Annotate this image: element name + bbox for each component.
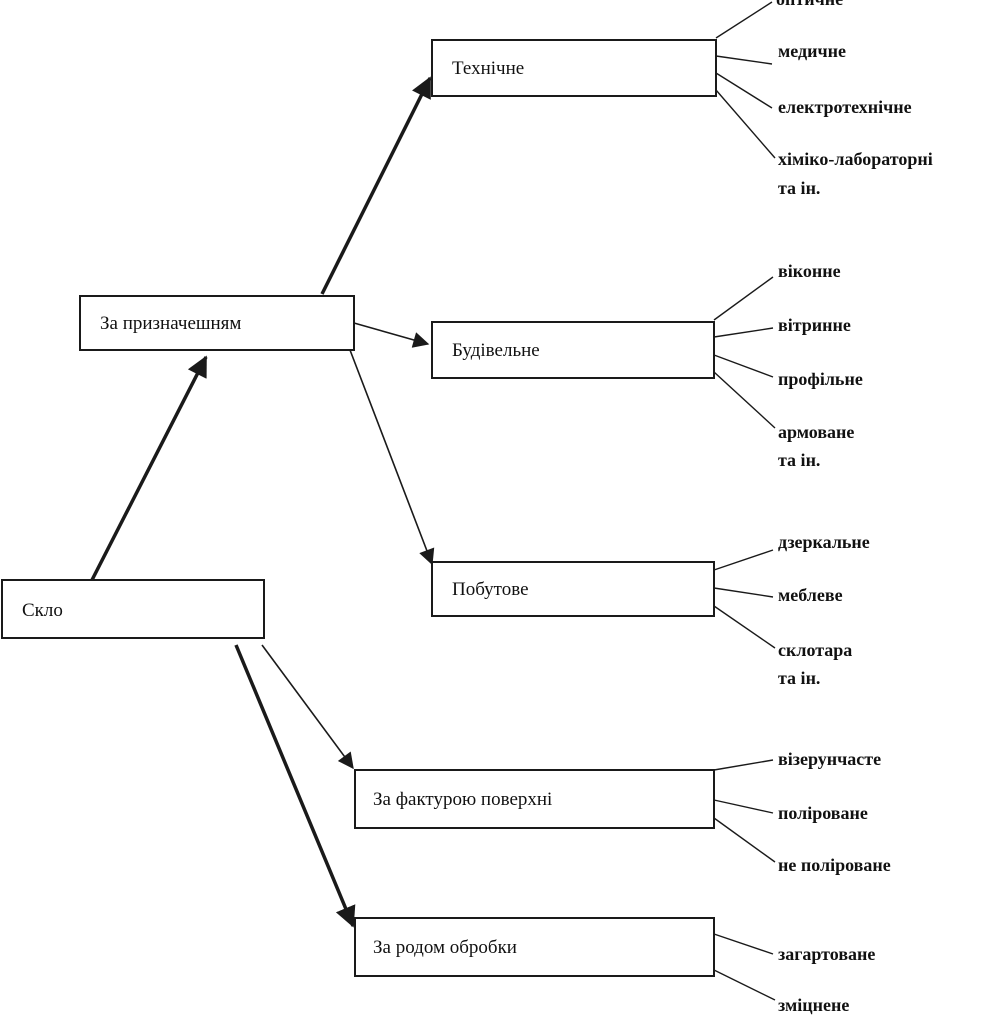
leaves-processing: загартоване зміцнене bbox=[778, 944, 875, 1015]
leaf-line-profile bbox=[713, 354, 774, 378]
leaf-line-polished bbox=[713, 799, 774, 814]
arrow-root-to-purpose bbox=[90, 355, 208, 581]
leaf-household-etc: та ін. bbox=[778, 668, 820, 688]
node-construction-box bbox=[431, 321, 715, 379]
leaf-profile: профільне bbox=[778, 369, 863, 389]
node-construction: Будівельне bbox=[431, 321, 715, 379]
leaf-furniture: меблеве bbox=[778, 585, 843, 605]
leaf-tempered: загартоване bbox=[778, 944, 875, 964]
leaf-line-electro bbox=[715, 72, 773, 109]
node-purpose-label: За призначешням bbox=[100, 313, 241, 334]
leaf-strengthened: зміцнене bbox=[778, 995, 849, 1015]
leaf-reinforced: армоване bbox=[778, 422, 854, 442]
leaf-line-showcase bbox=[713, 327, 774, 338]
node-household: Побутове bbox=[431, 561, 715, 617]
node-processing: За родом обробки bbox=[354, 917, 715, 977]
node-construction-label: Будівельне bbox=[452, 340, 540, 361]
leaf-medical: медичне bbox=[778, 41, 846, 61]
leaf-showcase: вітринне bbox=[778, 315, 851, 335]
leaf-line-container bbox=[713, 605, 776, 649]
leaf-chemical-lab: хіміко-лабораторні bbox=[778, 149, 933, 169]
leaf-technical-etc: та ін. bbox=[778, 178, 820, 198]
leaf-electrotechnical: електротехнічне bbox=[778, 97, 912, 117]
node-surface: За фактурою поверхні bbox=[354, 769, 715, 829]
leaf-mirror: дзеркальне bbox=[778, 532, 870, 552]
leaf-line-reinforced bbox=[713, 371, 776, 429]
node-purpose-box bbox=[79, 295, 355, 351]
leaf-window: віконне bbox=[778, 261, 841, 281]
leaves-technical: оптичне медичне електротехнічне хіміко-л… bbox=[776, 0, 933, 198]
arrow-purpose-to-household bbox=[349, 349, 435, 566]
leaf-polished: поліроване bbox=[778, 803, 868, 823]
leaf-unpolished: не поліроване bbox=[778, 855, 891, 875]
leaf-line-strengthened bbox=[713, 969, 776, 1001]
leaf-optical: оптичне bbox=[776, 0, 843, 9]
leaves-surface: візерунчасте поліроване не поліроване bbox=[778, 749, 891, 875]
leaf-line-optical bbox=[715, 1, 773, 39]
leaf-line-chem bbox=[715, 89, 776, 159]
leaves-household: дзеркальне меблеве склотара та ін. bbox=[778, 532, 870, 688]
node-household-label: Побутове bbox=[452, 579, 529, 600]
node-root-box bbox=[1, 579, 265, 639]
node-root: Скло bbox=[1, 579, 265, 639]
node-purpose: За призначешням bbox=[79, 295, 355, 351]
connector-arrows bbox=[90, 76, 435, 928]
node-technical: Технічне bbox=[431, 39, 717, 97]
leaf-construction-etc: та ін. bbox=[778, 450, 820, 470]
arrow-purpose-to-technical bbox=[320, 76, 432, 295]
leaf-line-medical bbox=[715, 55, 773, 65]
leaf-line-mirror bbox=[713, 549, 774, 571]
node-root-label: Скло bbox=[22, 600, 63, 621]
node-technical-box bbox=[431, 39, 717, 97]
leaf-line-furniture bbox=[713, 587, 774, 598]
node-household-box bbox=[431, 561, 715, 617]
leaf-container: склотара bbox=[778, 640, 852, 660]
arrow-root-to-surface bbox=[261, 644, 354, 770]
arrow-purpose-to-construction bbox=[353, 322, 430, 348]
leaf-patterned: візерунчасте bbox=[778, 749, 881, 769]
leaf-line-unpolished bbox=[713, 817, 776, 863]
arrow-root-to-processing bbox=[234, 644, 356, 928]
node-processing-label: За родом обробки bbox=[373, 937, 517, 958]
node-technical-label: Технічне bbox=[452, 58, 524, 79]
leaves-construction: віконне вітринне профільне армоване та і… bbox=[778, 261, 863, 470]
leaf-line-window bbox=[713, 276, 774, 321]
node-surface-box bbox=[354, 769, 715, 829]
leaf-lines bbox=[713, 1, 776, 1001]
leaf-line-tempered bbox=[713, 933, 774, 955]
leaf-line-patterned bbox=[713, 759, 774, 771]
node-surface-label: За фактурою поверхні bbox=[373, 789, 552, 810]
node-processing-box bbox=[354, 917, 715, 977]
